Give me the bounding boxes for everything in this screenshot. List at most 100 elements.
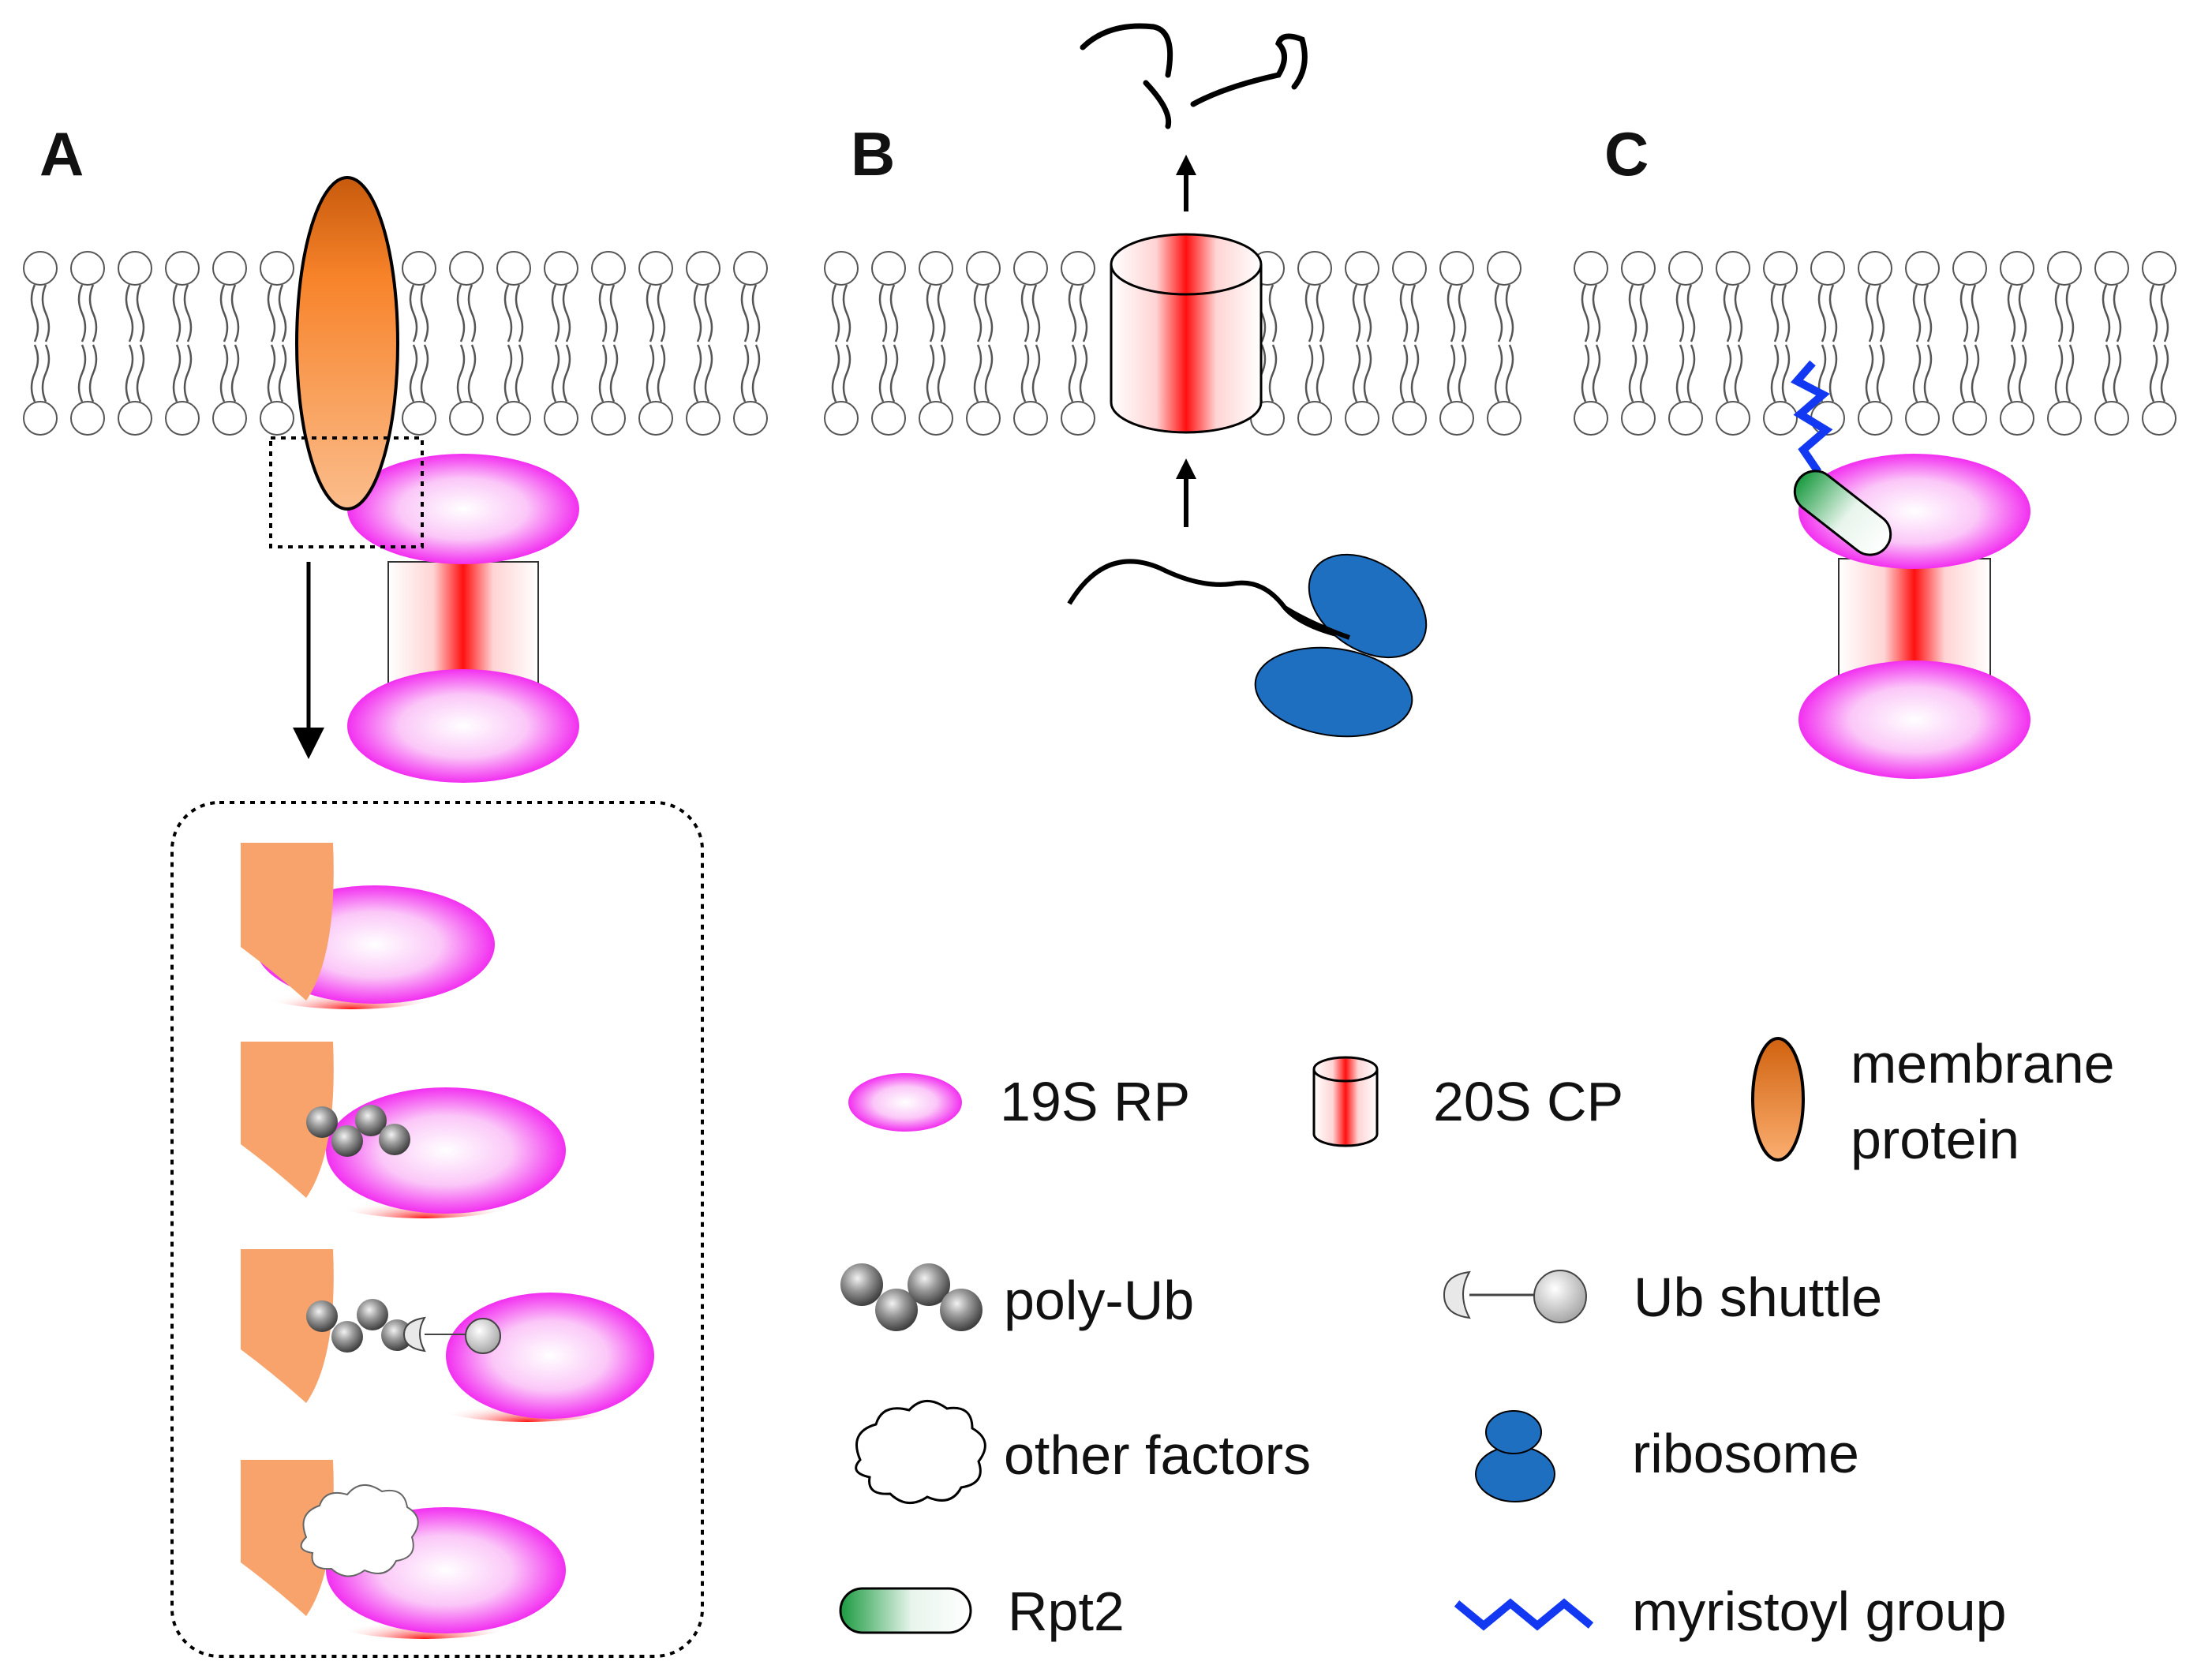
legend-membrane-protein-label-2: protein — [1851, 1109, 2019, 1170]
lipid — [1392, 251, 1427, 436]
lipid — [1061, 251, 1095, 436]
legend-ub-shuttle-label: Ub shuttle — [1634, 1267, 1882, 1328]
inset4-membrane-protein — [241, 1460, 334, 1616]
ribosome-large-subunit — [1254, 646, 1413, 738]
legend-rpt2-label: Rpt2 — [1008, 1581, 1125, 1642]
inset-direct-binding — [241, 843, 495, 1009]
legend-19s-label: 19S RP — [1000, 1071, 1190, 1132]
inset3-19s — [446, 1293, 654, 1419]
lipid-bilayers — [23, 251, 2176, 436]
legend-membrane-protein-swatch — [1751, 1037, 1805, 1162]
panel-c-proteasome — [1798, 454, 2030, 779]
panel-b-20s-top — [1110, 233, 1263, 296]
lipid — [1621, 251, 1656, 436]
lipid — [1574, 251, 1608, 436]
legend-poly-ub-swatch — [840, 1263, 982, 1331]
inset-ub-shuttle — [241, 1249, 654, 1422]
lipid — [1345, 251, 1379, 436]
lipid — [212, 251, 247, 436]
lipid — [496, 251, 531, 436]
legend-20s-label: 20S CP — [1433, 1071, 1623, 1132]
panel-b-peptide-fragments — [1080, 23, 1308, 129]
lipid — [544, 251, 578, 436]
panel-c-rpt2 — [1793, 470, 1892, 556]
legend: 19S RP 20S CP membrane protein poly-Ub U… — [839, 1033, 2115, 1642]
nascent-chain — [1067, 559, 1350, 640]
legend-ribosome-swatch — [1475, 1410, 1555, 1502]
lipid — [449, 251, 484, 436]
inset2-ub-1 — [306, 1106, 338, 1138]
panel-b-exit-arrowhead — [1176, 155, 1196, 175]
nascent-chain-tail — [1283, 605, 1351, 640]
inset3-ub-2 — [331, 1321, 363, 1353]
legend-poly-ub-label: poly-Ub — [1004, 1270, 1194, 1331]
legend-19s-swatch — [848, 1073, 962, 1132]
lipid — [1952, 251, 1987, 436]
lipid — [1013, 251, 1048, 436]
lipid — [165, 251, 200, 436]
legend-20s-swatch — [1312, 1056, 1379, 1147]
legend-membrane-protein-label-1: membrane — [1851, 1033, 2115, 1094]
legend-ribosome-label: ribosome — [1632, 1423, 1859, 1484]
panel-a: A — [39, 119, 704, 1658]
legend-ub-shuttle-swatch — [1443, 1270, 1587, 1323]
lipid — [402, 251, 436, 436]
panel-b-label: B — [851, 119, 895, 189]
lipid — [23, 251, 58, 436]
lipid — [1763, 251, 1798, 436]
lipid — [260, 251, 294, 436]
inset2-ub-4 — [379, 1124, 410, 1155]
lipid — [824, 251, 859, 436]
inset3-shuttle-crescent — [402, 1316, 426, 1353]
inset3-shuttle-ball — [465, 1318, 501, 1354]
lipid — [1668, 251, 1703, 436]
inset3-ub-4 — [381, 1319, 413, 1351]
panel-a-19s-top — [347, 454, 579, 564]
inset3-ub-3 — [357, 1299, 388, 1330]
panel-b: B — [851, 23, 1428, 738]
panel-a-19s-bottom — [347, 669, 579, 783]
lipid — [966, 251, 1001, 436]
legend-myristoyl-label: myristoyl group — [1632, 1581, 2007, 1642]
inset2-membrane-protein — [241, 1042, 334, 1198]
lipid — [1487, 251, 1521, 436]
lipid — [591, 251, 626, 436]
lipid — [1716, 251, 1750, 436]
panel-c-rpt2-capsule — [1793, 470, 1892, 556]
legend-other-factors-label: other factors — [1004, 1424, 1311, 1486]
panel-c-myristoyl-chain — [1791, 360, 1833, 474]
lipid — [1858, 251, 1892, 436]
panel-a-proteasome — [347, 454, 579, 783]
panel-a-zoom-arrowhead — [293, 728, 324, 759]
lipid — [1297, 251, 1332, 436]
lipid — [2047, 251, 2082, 436]
legend-other-factors-swatch — [855, 1400, 986, 1504]
lipid — [70, 251, 105, 436]
panel-a-label: A — [39, 119, 84, 189]
inset3-membrane-protein — [241, 1249, 334, 1403]
lipid — [638, 251, 673, 436]
panel-c-19s-bottom — [1798, 660, 2030, 779]
inset-poly-ub — [241, 1042, 566, 1218]
inset2-ub-2 — [331, 1125, 363, 1157]
panel-c: C — [1604, 119, 2030, 779]
panel-a-zoom-box — [269, 436, 424, 548]
fragment-2 — [1143, 80, 1172, 129]
legend-myristoyl-swatch — [1454, 1598, 1594, 1631]
lipid — [1439, 251, 1474, 436]
fragment-1 — [1080, 23, 1173, 78]
lipid — [2000, 251, 2034, 436]
inset2-19s — [326, 1087, 566, 1214]
fragment-3 — [1190, 33, 1308, 107]
inset3-ub-1 — [306, 1300, 338, 1332]
lipid — [1905, 251, 1940, 436]
panel-c-label: C — [1604, 119, 1649, 189]
panel-b-ribosome — [1067, 553, 1428, 738]
panel-b-20s-core — [1110, 233, 1263, 434]
panel-a-inset-frame — [170, 801, 704, 1658]
lipid — [2094, 251, 2129, 436]
panel-a-membrane-protein — [295, 176, 399, 511]
lipid — [2142, 251, 2176, 436]
legend-rpt2-swatch — [839, 1587, 972, 1634]
